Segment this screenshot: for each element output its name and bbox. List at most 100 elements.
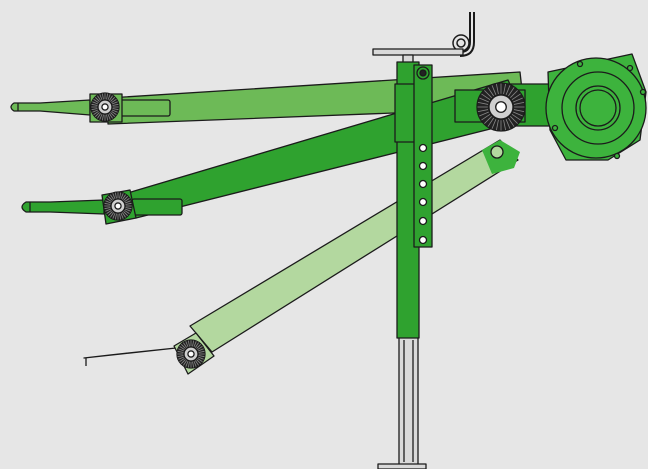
hub-tooth [93,110,99,115]
hub-tooth [477,102,489,105]
hub-tooth [125,207,132,210]
hub-tooth [505,119,511,129]
hub-tooth [101,114,104,121]
hub-tooth [177,350,184,353]
gearbox-bolt [576,60,584,68]
hub-tooth [91,108,98,111]
hub-bore [187,350,195,358]
hub-tooth [91,103,98,106]
hub-tooth [194,360,199,366]
hub-tooth [510,90,518,98]
hub-tooth [477,109,489,112]
hub-tooth [104,207,111,210]
middle-arm-pivot-hub-icon [103,191,133,221]
hub-tooth [491,85,497,95]
hub-tooth [505,85,511,95]
hub-tooth [123,196,128,201]
support-leg [377,334,427,469]
hub-tooth [496,119,499,131]
hub-tooth [111,99,117,104]
hub-tooth [197,356,204,360]
gearbox-bolt [613,152,621,160]
hub-tooth [111,101,118,105]
hub-tooth [124,208,131,212]
hub-tooth [112,193,116,200]
hub-tooth [106,93,109,100]
hub-tooth [92,109,99,113]
hub-tooth [192,340,195,347]
hub-tooth [484,116,492,124]
adjustment-hole [418,235,428,245]
gearbox-bolt [639,88,647,96]
gearbox-drive-hub-icon [476,82,526,132]
hub-tooth [513,109,525,112]
hub-tooth [192,361,195,368]
hub-tooth [508,117,515,127]
hub-tooth [503,83,506,95]
hub-tooth [513,102,525,105]
hub-tooth [105,200,112,204]
hub-tooth [487,117,494,127]
hub-tooth [120,193,124,200]
hub-tooth [181,344,186,349]
adjustment-hole [418,216,428,226]
hub-tooth [110,97,115,102]
hole-plate [413,64,433,248]
hub-tooth [491,119,497,129]
vertical-post [394,61,433,339]
hub-tooth [178,348,185,352]
hub-tooth [187,361,190,368]
hub-tooth [112,103,119,106]
hub-tooth [185,360,189,367]
hub-tooth [481,114,491,121]
hub-tooth [108,95,113,101]
bottom-arm-pivot-hub-icon [176,339,206,369]
hub-tooth [481,93,491,100]
hub-tooth [112,212,116,219]
hub-tooth [108,211,113,216]
adjustment-hole [418,161,428,171]
hub-tooth [196,359,201,364]
hub-tooth [194,342,199,348]
hub-tooth [125,202,132,205]
top-crossbar [372,48,464,56]
hub-tooth [97,95,102,101]
adjustment-hole [418,143,428,153]
hub-tooth [114,213,117,220]
hub-tooth [197,348,204,352]
hub-tooth [106,209,112,214]
hub-bore [495,101,507,113]
hub-tooth [183,360,188,366]
hub-tooth [513,111,523,117]
hub-tooth [179,346,185,351]
hub-tooth [95,97,100,102]
hub-tooth [198,350,205,353]
hub-tooth [121,212,126,218]
post-top-pin-center [419,69,427,77]
gearbox-bolt [626,64,634,72]
top-arm-tip [10,99,91,116]
hub-tooth [106,198,112,203]
hub-tooth [197,357,203,362]
hub-tooth [111,110,117,115]
hub-tooth [487,87,494,97]
hub-tooth [479,97,489,103]
hub-tooth [97,113,102,119]
gearbox-bolt [551,124,559,132]
hub-tooth [178,356,185,360]
support-foot [377,463,427,469]
hub-tooth [177,355,184,358]
hub-tooth [193,360,197,367]
gearbox-shaft [579,89,617,127]
hub-bore [114,202,122,210]
hub-tooth [123,211,128,216]
hub-tooth [107,113,111,120]
top-arm-pivot-hub-icon [90,92,120,122]
middle-arm-tip [21,199,105,215]
hub-tooth [484,90,492,98]
hub-tooth [93,99,99,104]
hub-tooth [114,192,117,199]
hub-tooth [95,112,100,117]
